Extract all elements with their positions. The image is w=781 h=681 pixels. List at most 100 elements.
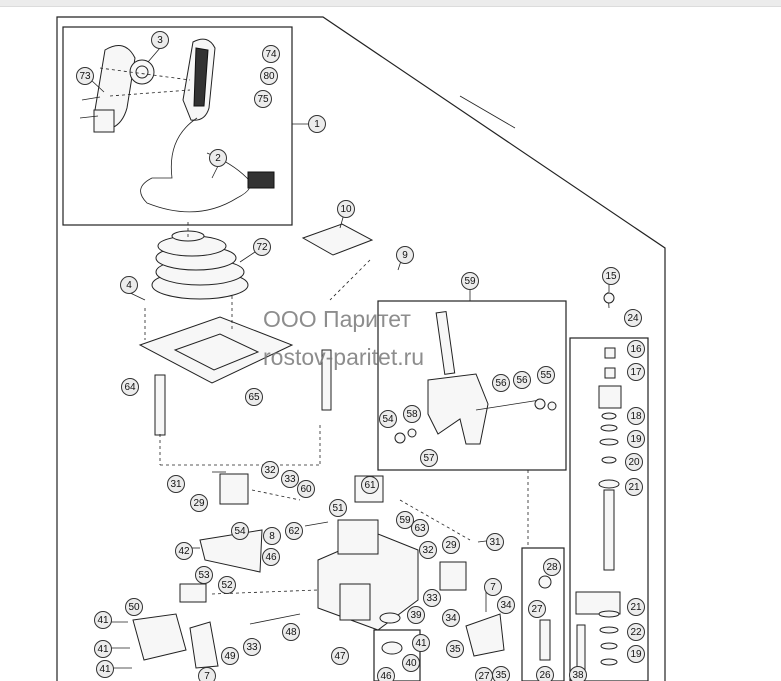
callout-63-label: 63 <box>414 523 426 534</box>
callout-32: 32 <box>261 461 279 479</box>
callout-31: 31 <box>167 475 185 493</box>
callout-16: 16 <box>627 340 645 358</box>
callout-59-label: 59 <box>399 515 411 526</box>
callout-7: 7 <box>484 578 502 596</box>
callout-60-label: 60 <box>300 484 312 495</box>
callout-50-label: 50 <box>128 602 140 613</box>
callout-27-label: 27 <box>531 604 543 615</box>
callout-35-label: 35 <box>449 644 461 655</box>
callout-26: 26 <box>536 666 554 681</box>
callout-59: 59 <box>396 511 414 529</box>
callout-41-label: 41 <box>97 615 109 626</box>
callout-59-label: 59 <box>464 276 476 287</box>
callout-55-label: 55 <box>540 370 552 381</box>
shaft-61 <box>304 521 329 527</box>
callout-21-label: 21 <box>630 602 642 613</box>
callout-51-label: 51 <box>332 503 344 514</box>
callout-26-label: 26 <box>539 670 551 681</box>
callout-54-label: 54 <box>382 414 394 425</box>
standoff-63 <box>154 374 166 436</box>
callout-4-label: 4 <box>126 280 132 291</box>
callout-52: 52 <box>218 576 236 594</box>
yoke-drawing <box>394 311 557 445</box>
callout-61-label: 61 <box>364 480 376 491</box>
callout-8: 8 <box>263 527 281 545</box>
callout-32: 32 <box>419 541 437 559</box>
rod-end-box <box>521 547 565 681</box>
callout-22: 22 <box>627 623 645 641</box>
handle-cable <box>140 117 251 213</box>
callout-24: 24 <box>624 309 642 327</box>
callout-65-label: 65 <box>248 392 260 403</box>
callout-54: 54 <box>379 410 397 428</box>
callout-33: 33 <box>423 589 441 607</box>
callout-2: 2 <box>209 149 227 167</box>
callout-35: 35 <box>492 666 510 681</box>
callout-29: 29 <box>442 536 460 554</box>
callout-75-label: 75 <box>257 94 269 105</box>
callout-42: 42 <box>175 542 193 560</box>
callout-35-label: 35 <box>495 670 507 681</box>
callout-10-label: 10 <box>340 204 352 215</box>
callout-73: 73 <box>76 67 94 85</box>
callout-46: 46 <box>377 667 395 681</box>
callout-46-label: 46 <box>380 671 392 681</box>
callout-3: 3 <box>151 31 169 49</box>
bushing-45 <box>379 612 401 624</box>
callout-72-label: 72 <box>256 242 268 253</box>
callout-33-label: 33 <box>426 593 438 604</box>
callout-18: 18 <box>627 407 645 425</box>
callout-48-label: 48 <box>285 627 297 638</box>
callout-33: 33 <box>281 470 299 488</box>
callout-62: 62 <box>285 522 303 540</box>
callout-31-label: 31 <box>170 479 182 490</box>
callout-21: 21 <box>625 478 643 496</box>
callout-57: 57 <box>420 449 438 467</box>
base-plate-cutout <box>173 333 260 371</box>
callout-53-label: 53 <box>198 570 210 581</box>
callout-19: 19 <box>627 430 645 448</box>
callout-2-label: 2 <box>215 153 221 164</box>
bracket-48 <box>189 621 219 669</box>
callout-21-label: 21 <box>628 482 640 493</box>
callout-35: 35 <box>446 640 464 658</box>
callout-74-label: 74 <box>265 49 277 60</box>
callout-19: 19 <box>627 645 645 663</box>
callout-33-label: 33 <box>284 474 296 485</box>
callout-60: 60 <box>297 480 315 498</box>
rod-end-28 <box>539 619 551 661</box>
sensor-52 <box>179 583 207 603</box>
callout-1-label: 1 <box>314 119 320 130</box>
callout-49: 49 <box>221 647 239 665</box>
assembly-outline <box>56 16 666 681</box>
cable-connector <box>247 171 275 189</box>
callout-27: 27 <box>528 600 546 618</box>
callout-38-label: 38 <box>572 670 584 681</box>
callout-57-label: 57 <box>423 453 435 464</box>
callout-42-label: 42 <box>178 546 190 557</box>
callout-62-label: 62 <box>288 526 300 537</box>
callout-80-label: 80 <box>263 71 275 82</box>
callout-21: 21 <box>627 598 645 616</box>
watermark-line-1: ООО Паритет <box>263 306 411 332</box>
callout-41: 41 <box>96 660 114 678</box>
callout-73-label: 73 <box>79 71 91 82</box>
callout-40-label: 40 <box>405 658 417 669</box>
callout-41: 41 <box>412 634 430 652</box>
callout-27: 27 <box>475 667 493 681</box>
yoke-subassembly-box <box>377 300 567 471</box>
callout-22-label: 22 <box>630 627 642 638</box>
callout-64: 64 <box>121 378 139 396</box>
callout-34: 34 <box>497 596 515 614</box>
callout-27-label: 27 <box>478 671 490 681</box>
callout-9: 9 <box>396 246 414 264</box>
callout-41-label: 41 <box>99 664 111 675</box>
callout-29-label: 29 <box>445 540 457 551</box>
callout-29-label: 29 <box>193 498 205 509</box>
callout-49-label: 49 <box>224 651 236 662</box>
bracket-35 <box>465 613 505 657</box>
callout-50: 50 <box>125 598 143 616</box>
callout-20: 20 <box>625 453 643 471</box>
shaft-47 <box>249 613 301 625</box>
callout-54: 54 <box>231 522 249 540</box>
